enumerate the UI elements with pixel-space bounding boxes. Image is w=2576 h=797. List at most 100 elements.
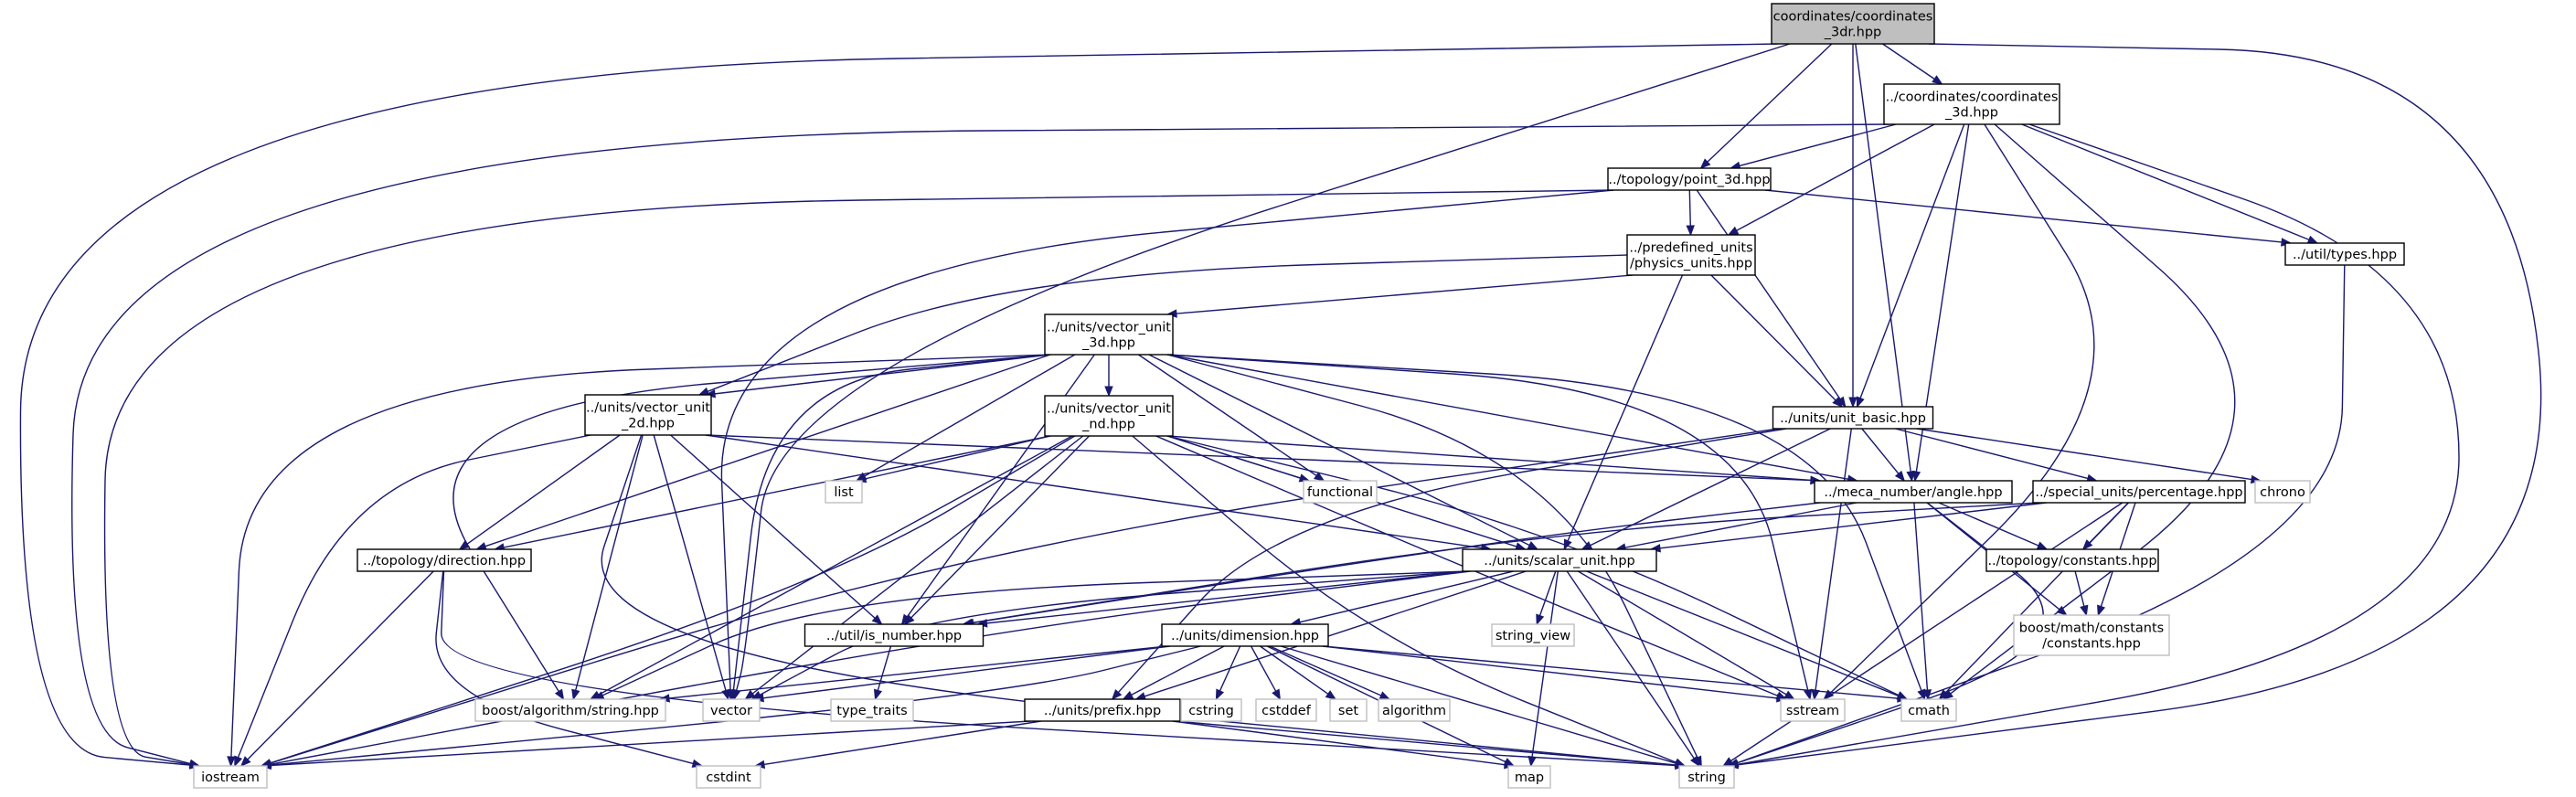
node-types[interactable]: ../util/types.hpp: [2284, 242, 2405, 266]
node-functional: functional: [1303, 480, 1378, 504]
arrowhead-angle-to-cmath: [1922, 689, 1932, 701]
edge-prefix-to-iostream: [269, 720, 1031, 767]
arrowhead-coords3d-to-angle: [1911, 470, 1921, 483]
node-label-unitbasic: ../units/unit_basic.hpp: [1780, 411, 1926, 426]
node-box-point3d: [1607, 167, 1772, 191]
node-dimension[interactable]: ../units/dimension.hpp: [1161, 623, 1329, 647]
node-box-vector: [702, 698, 761, 722]
edge-angle-to-cmath: [1913, 502, 1929, 692]
edge-unitbasic-to-scalar: [1589, 428, 1831, 547]
node-label-boostconst-line2: /constants.hpp: [2042, 637, 2141, 652]
node-box-vec2d: [584, 394, 712, 436]
edge-scalar-to-iostream: [269, 570, 1471, 766]
edge-vecnd-to-boostalgo: [597, 435, 1073, 696]
node-vec3d[interactable]: ../units/vector_unit_3d.hpp: [1044, 313, 1174, 356]
node-angle[interactable]: ../meca_number/angle.hpp: [1814, 480, 2013, 504]
edge-vec2d-to-boostalgo: [574, 434, 644, 692]
edge-scalar-to-isnumber: [985, 570, 1469, 624]
node-label-boostalgo: boost/algorithm/string.hpp: [482, 704, 659, 718]
node-label-vecnd-line1: ../units/vector_unit: [1047, 402, 1171, 417]
arrowhead-root-to-unitbasic: [1848, 397, 1857, 409]
node-cstring: cstring: [1180, 698, 1242, 722]
arrowhead-root-to-point3d: [1699, 158, 1711, 169]
node-direction[interactable]: ../topology/direction.hpp: [357, 548, 532, 572]
arrowhead-scalar-to-sstream: [1783, 690, 1795, 700]
arrowhead-root-to-coords3d: [1932, 75, 1943, 85]
arrowhead-vec3d-to-functional: [1313, 472, 1325, 482]
arrowhead-vec2d-to-iostream: [234, 755, 243, 768]
node-label-constants: ../topology/constants.hpp: [1987, 554, 2156, 569]
node-label-prefix: ../units/prefix.hpp: [1044, 704, 1161, 718]
node-label-cmath: cmath: [1908, 704, 1950, 718]
edge-angle-to-scalar: [1623, 502, 1857, 548]
node-unitbasic[interactable]: ../units/unit_basic.hpp: [1772, 406, 1934, 430]
edge-root-to-angle: [1855, 43, 1911, 473]
node-prefix[interactable]: ../units/prefix.hpp: [1024, 698, 1181, 722]
node-percentage[interactable]: ../special_units/percentage.hpp: [2032, 480, 2246, 504]
arrowhead-coords3d-to-unitbasic: [1856, 396, 1865, 409]
node-algorithm: algorithm: [1378, 698, 1451, 722]
node-boostconst: boost/math/constants/constants.hpp: [2013, 614, 2170, 656]
edge-prefix-to-string: [1174, 720, 1677, 766]
edge-vec3d-to-vec2d: [713, 354, 1051, 395]
edge-vecnd-to-string: [1132, 435, 1677, 764]
node-vecnd[interactable]: ../units/vector_unit_nd.hpp: [1044, 395, 1174, 437]
arrowhead-isnumber-to-typetraits: [873, 688, 883, 701]
edge-physics-to-vec2d: [706, 254, 1628, 393]
arrowhead-unitbasic-to-prefix: [1111, 689, 1123, 701]
edge-coords3d-to-point3d: [1738, 123, 1897, 167]
node-point3d[interactable]: ../topology/point_3d.hpp: [1607, 167, 1772, 191]
node-root[interactable]: coordinates/coordinates_3dr.hpp: [1771, 3, 1935, 45]
edge-dimension-to-cstddef: [1250, 645, 1277, 693]
node-label-map: map: [1515, 770, 1544, 785]
node-isnumber[interactable]: ../util/is_number.hpp: [804, 623, 985, 647]
arrowhead-unitbasic-to-scalar: [1581, 541, 1593, 550]
node-label-vector: vector: [710, 704, 752, 718]
node-label-angle: ../meca_number/angle.hpp: [1824, 485, 2002, 500]
edge-dimension-to-boostalgo: [667, 645, 1168, 699]
edge-vec3d-to-functional: [1138, 354, 1318, 477]
edge-vecnd-to-vector: [751, 435, 1084, 696]
node-box-direction: [357, 548, 532, 572]
node-box-prefix: [1024, 698, 1181, 722]
node-coords3d[interactable]: ../coordinates/coordinates_3d.hpp: [1883, 83, 2060, 125]
dependency-nodes: coordinates/coordinates_3dr.hpp ../coordi…: [193, 3, 2405, 789]
node-set: set: [1329, 698, 1368, 722]
node-vec2d[interactable]: ../units/vector_unit_2d.hpp: [584, 394, 712, 436]
node-scalar[interactable]: ../units/scalar_unit.hpp: [1462, 548, 1657, 572]
edge-vecnd-to-iostream: [269, 435, 1076, 764]
node-label-direction: ../topology/direction.hpp: [363, 554, 526, 569]
node-stringview: string_view: [1491, 623, 1575, 647]
node-label-percentage: ../special_units/percentage.hpp: [2035, 485, 2242, 500]
edge-vecnd-to-direction: [502, 435, 1051, 548]
node-label-physics-line2: /physics_units.hpp: [1630, 257, 1752, 271]
edge-root-to-point3d: [1706, 43, 1833, 164]
edge-root-to-coords3d: [1882, 43, 1936, 80]
arrowhead-direction-to-iostream: [240, 756, 251, 767]
edge-vecnd-to-list: [864, 435, 1051, 480]
arrowhead-vec3d-to-scalar: [1527, 541, 1539, 550]
edge-dimension-to-algorithm: [1269, 645, 1382, 697]
node-box-boostconst: [2013, 614, 2170, 656]
arrowhead-scalar-to-stringview: [1536, 613, 1545, 626]
edge-vec2d-to-scalar: [705, 434, 1483, 549]
node-list: list: [825, 480, 863, 504]
node-label-typetraits: type_traits: [836, 704, 907, 718]
edge-coords3d-to-sstream: [1829, 123, 2095, 695]
node-cstdint: cstdint: [696, 765, 761, 789]
edge-coords3d-to-string: [1736, 123, 2460, 766]
arrowhead-percentage-to-cmath: [1938, 689, 1950, 700]
node-label-stringview: string_view: [1496, 629, 1570, 643]
edge-vec2d-to-iostream: [237, 434, 591, 759]
edge-root-to-string: [1736, 43, 2542, 766]
arrowhead-percentage-to-string: [1722, 757, 1734, 767]
node-box-constants: [1985, 548, 2159, 572]
node-label-root-line2: _3dr.hpp: [1824, 26, 1882, 40]
edge-angle-to-string: [1736, 502, 2044, 764]
node-constants[interactable]: ../topology/constants.hpp: [1985, 548, 2159, 572]
edge-dimension-to-string: [1280, 645, 1677, 765]
node-box-scalar: [1462, 548, 1657, 572]
edge-point3d-to-physics: [1688, 189, 1691, 228]
edge-coords3d-to-iostream: [71, 123, 1890, 765]
node-physics[interactable]: ../predefined_units/physics_units.hpp: [1626, 234, 1756, 276]
